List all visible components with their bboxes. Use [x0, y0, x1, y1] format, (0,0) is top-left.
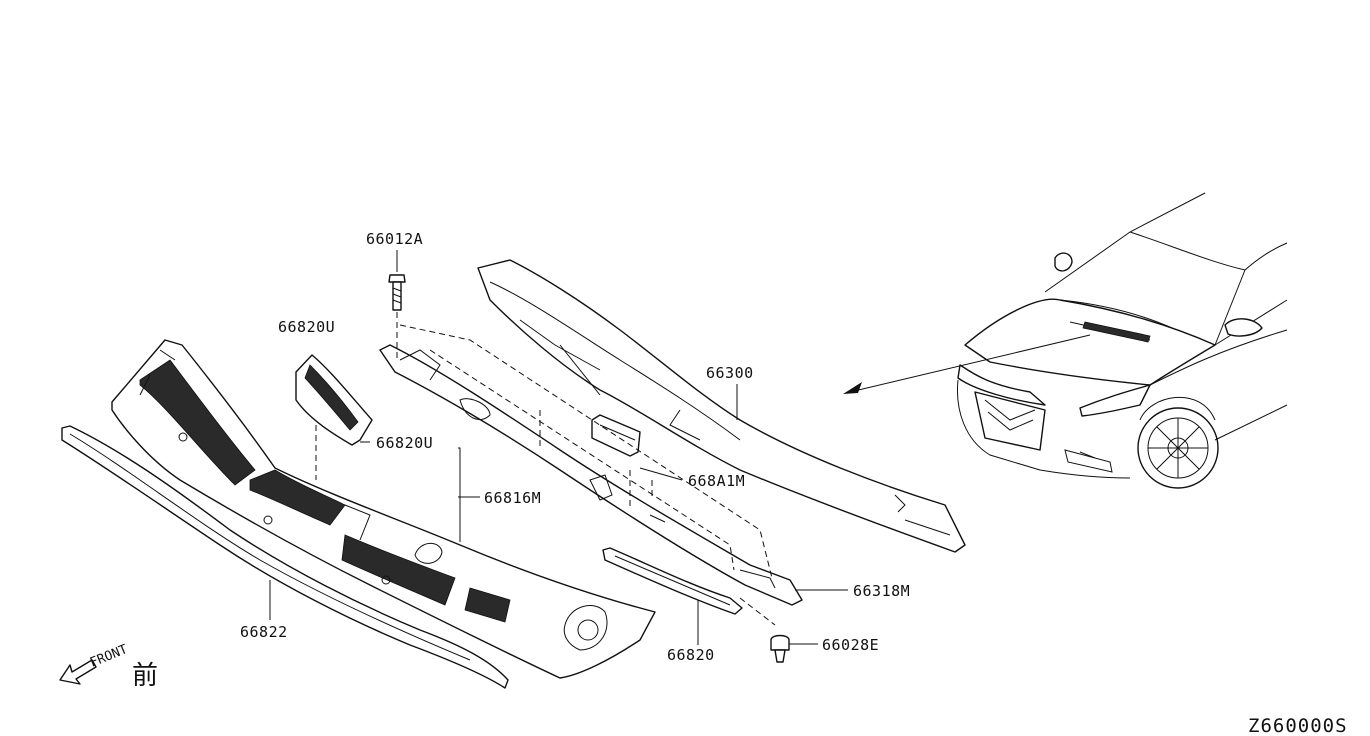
- label-66318M: 66318M: [853, 582, 910, 600]
- diagram-code: Z660000S: [1248, 715, 1348, 736]
- front-kanji: 前: [132, 661, 158, 691]
- assembly-lines: [315, 312, 776, 626]
- part-66822-seal: [61, 425, 509, 689]
- part-66820U-side-cover: [295, 354, 373, 446]
- front-arrow-icon: [59, 659, 97, 685]
- clip-66028E: [770, 634, 790, 663]
- leader-lines: [269, 250, 848, 645]
- label-66300: 66300: [706, 364, 754, 382]
- label-668A1M: 668A1M: [688, 472, 745, 490]
- label-66816M: 66816M: [484, 489, 541, 507]
- car-illustration: [843, 192, 1288, 489]
- label-66028E: 66028E: [822, 636, 879, 654]
- label-66012A: 66012A: [366, 230, 423, 248]
- label-66820: 66820: [667, 646, 715, 664]
- label-66820U-upper: 66820U: [278, 318, 335, 336]
- front-text: FRONT: [88, 642, 130, 671]
- front-indicator: FRONT 前: [59, 642, 158, 691]
- part-66820-strip: [602, 547, 743, 615]
- part-66300-cowl-panel: [477, 259, 966, 553]
- label-66820U-lower: 66820U: [376, 434, 433, 452]
- label-66822: 66822: [240, 623, 288, 641]
- part-668A1M-clip: [591, 414, 641, 457]
- bolt-66012A: [388, 274, 406, 311]
- part-66816M-cowl-grille: [111, 339, 656, 679]
